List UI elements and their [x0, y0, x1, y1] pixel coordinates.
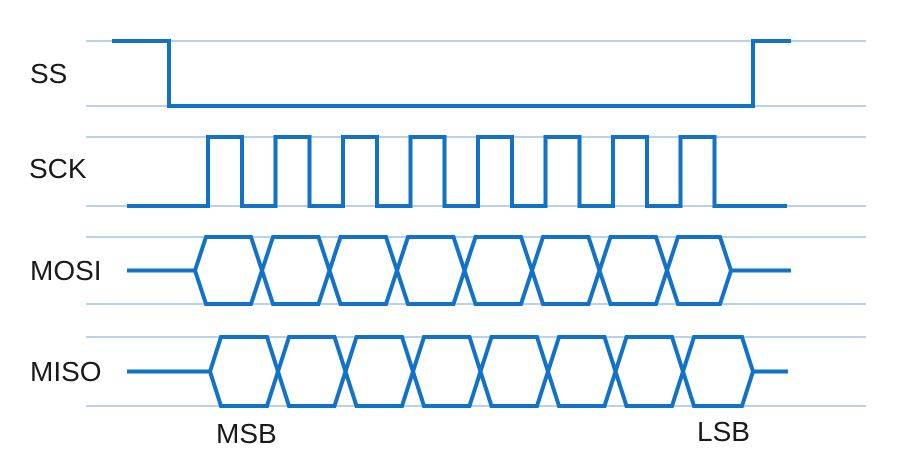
sck-label: SCK	[29, 153, 87, 184]
miso-waveform	[127, 335, 788, 408]
mosi-bus-edge-b	[193, 235, 733, 306]
mosi-label: MOSI	[30, 255, 102, 286]
mosi-waveform	[127, 235, 791, 306]
lsb-annotation: LSB	[697, 416, 750, 447]
ss-waveform	[112, 39, 791, 108]
msb-annotation: MSB	[216, 418, 277, 449]
ss-label: SS	[30, 58, 67, 89]
sck-waveform	[127, 135, 787, 208]
miso-label: MISO	[30, 356, 102, 387]
miso-bus-edge-b	[208, 335, 755, 408]
